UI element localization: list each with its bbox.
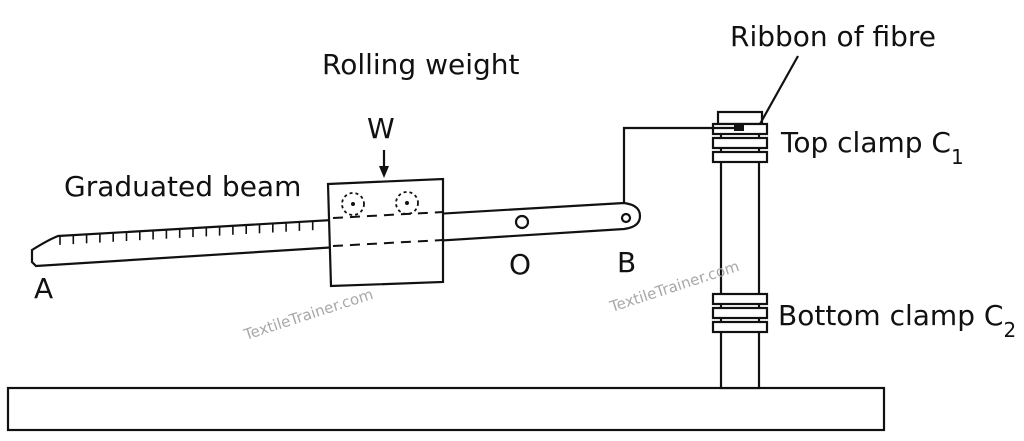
hook-hole-b: [620, 212, 632, 224]
pivot-hole-o: [514, 214, 530, 230]
point-b-label: B: [617, 246, 636, 279]
beam-scale-ticks: [59, 221, 314, 245]
pivot-o-label: O: [509, 248, 531, 281]
roller-right: [395, 191, 419, 215]
top-clamp-label: Top clamp C1: [780, 126, 964, 169]
roller-left: [341, 192, 365, 216]
weight-arrow: [379, 150, 389, 178]
top-clamp: [711, 110, 769, 164]
bottom-clamp: [711, 292, 769, 334]
connecting-wire: [622, 126, 734, 210]
base-platform: [6, 386, 886, 432]
rolling-weight: [326, 177, 445, 288]
rolling-weight-label: Rolling weight: [322, 48, 520, 81]
point-a-label: A: [34, 272, 53, 305]
ribbon-of-fibre-label: Ribbon of fibre: [730, 20, 936, 53]
ribbon-pointer-line: [759, 55, 799, 125]
weight-w-label: W: [367, 112, 395, 145]
graduated-beam-label: Graduated beam: [64, 170, 301, 203]
bottom-clamp-label: Bottom clamp C2: [778, 299, 1016, 342]
fibre-ribbon: [734, 123, 744, 131]
watermark-left: TextileTrainer.com: [241, 285, 376, 344]
